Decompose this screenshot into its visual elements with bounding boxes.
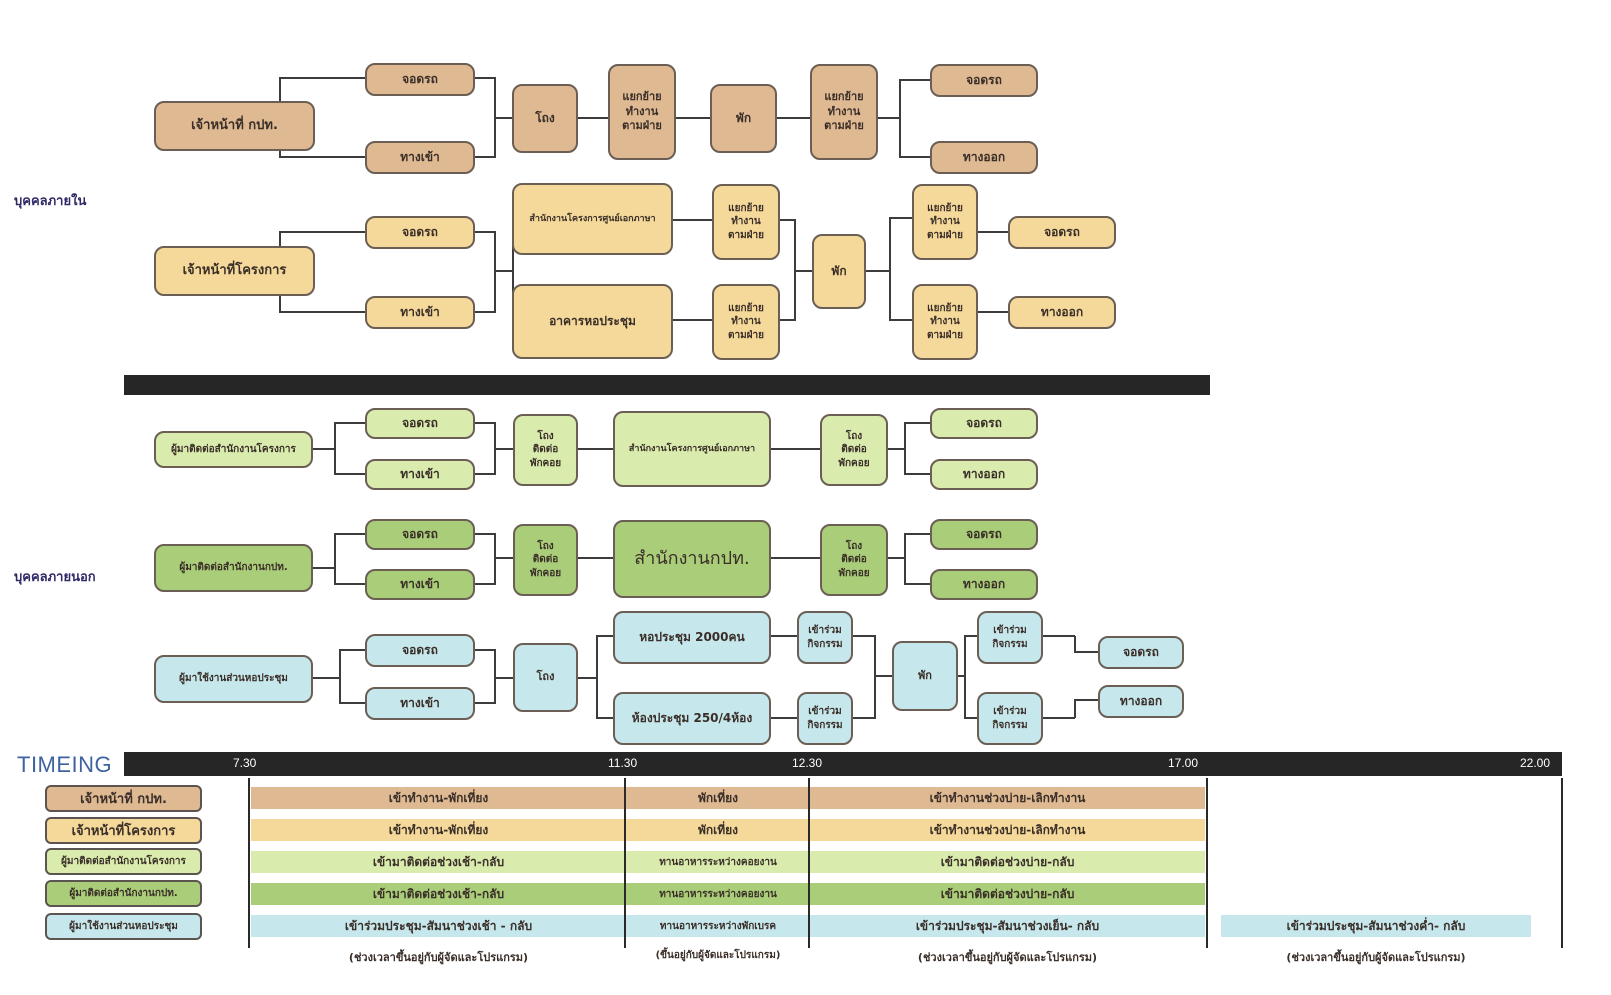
time-divider xyxy=(1206,778,1208,948)
node-project-staff: เจ้าหน้าที่โครงการ xyxy=(154,246,315,296)
node-join-activity: เข้าร่วม กิจกรรม xyxy=(977,692,1043,745)
node-entrance: ทางเข้า xyxy=(365,141,475,174)
node-disperse-work: แยกย้าย ทำงาน ตามฝ่าย xyxy=(912,184,978,260)
segment-noon: พักเที่ยง xyxy=(697,790,739,805)
node-auditorium-user: ผู้มาใช้งานส่วนหอประชุม xyxy=(154,655,313,703)
note-afternoon: (ช่วงเวลาขึ้นอยู่กับผู้จัดและโปรแกรม) xyxy=(917,951,1098,964)
node-parking: จอดรถ xyxy=(365,216,475,249)
node-rest: พัก xyxy=(812,234,866,309)
segment-afternoon: เข้ามาติดต่อช่วงบ่าย-กลับ xyxy=(940,886,1075,901)
node-exit: ทางออก xyxy=(930,569,1038,600)
segment-noon: ทานอาหารระหว่างพักเบรค xyxy=(659,920,777,932)
segment-noon: ทานอาหารระหว่างคอยงาน xyxy=(659,888,777,900)
node-contact-lobby: โถง ติดต่อ พักคอย xyxy=(513,414,578,486)
segment-noon: ทานอาหารระหว่างคอยงาน xyxy=(659,856,777,868)
legend-project-staff: เจ้าหน้าที่โครงการ xyxy=(45,817,202,844)
node-entrance: ทางเข้า xyxy=(365,296,475,329)
tick-label: 17.00 xyxy=(1168,756,1199,770)
timing-title: TIMEING xyxy=(17,752,113,777)
node-disperse-work: แยกย้าย ทำงาน ตามฝ่าย xyxy=(810,64,878,160)
node-parking: จอดรถ xyxy=(930,519,1038,550)
node-join-activity: เข้าร่วม กิจกรรม xyxy=(797,692,853,745)
segment-afternoon: เข้าทำงานช่วงบ่าย-เลิกทำงาน xyxy=(929,790,1086,805)
time-divider xyxy=(624,778,626,948)
node-auditorium-building: อาคารหอประชุม xyxy=(512,284,673,359)
node-rest: พัก xyxy=(892,641,958,711)
node-contact-lobby: โถง ติดต่อ พักคอย xyxy=(820,524,888,596)
node-join-activity: เข้าร่วม กิจกรรม xyxy=(797,611,853,664)
node-parking: จอดรถ xyxy=(930,64,1038,97)
node-parking: จอดรถ xyxy=(1098,636,1184,669)
legend-staff-kpt: เจ้าหน้าที่ กปท. xyxy=(45,785,202,812)
segment-morning: เข้ามาติดต่อช่วงเช้า-กลับ xyxy=(372,854,505,869)
node-disperse-work: แยกย้าย ทำงาน ตามฝ่าย xyxy=(712,184,780,260)
node-project-office: สำนักงานโครงการศูนย์เอกภาษา xyxy=(512,183,673,255)
segment-morning: เข้ามาติดต่อช่วงเช้า-กลับ xyxy=(372,886,505,901)
timeline-bar xyxy=(124,752,1562,776)
node-meeting-room-250: ห้องประชุม 250/4ห้อง xyxy=(613,692,771,745)
segment-afternoon: เข้ามาติดต่อช่วงบ่าย-กลับ xyxy=(940,854,1075,869)
segment-afternoon: เข้าทำงานช่วงบ่าย-เลิกทำงาน xyxy=(929,822,1086,837)
node-lobby: โถง xyxy=(512,84,578,153)
note-noon: (ขึ้นอยู่กับผู้จัดและโปรแกรม) xyxy=(655,950,781,961)
time-divider xyxy=(808,778,810,948)
section-label-internal: บุคคลภายใน xyxy=(14,194,87,209)
note-evening: (ช่วงเวลาขึ้นอยู่กับผู้จัดและโปรแกรม) xyxy=(1286,951,1466,964)
tick-label: 7.30 xyxy=(233,756,257,770)
segment-afternoon: เข้าร่วมประชุม-สัมนาช่วงเย็น- กลับ xyxy=(915,918,1100,933)
node-parking: จอดรถ xyxy=(365,63,475,96)
node-exit: ทางออก xyxy=(930,141,1038,174)
node-parking: จอดรถ xyxy=(365,519,475,550)
node-disperse-work: แยกย้าย ทำงาน ตามฝ่าย xyxy=(912,284,978,360)
legend-auditorium-user: ผู้มาใช้งานส่วนหอประชุม xyxy=(45,913,202,940)
segment-morning: เข้าทำงาน-พักเที่ยง xyxy=(388,790,489,805)
segment-morning: เข้าทำงาน-พักเที่ยง xyxy=(388,822,489,837)
node-parking: จอดรถ xyxy=(930,408,1038,439)
node-exit: ทางออก xyxy=(930,459,1038,490)
node-entrance: ทางเข้า xyxy=(365,569,475,600)
node-join-activity: เข้าร่วม กิจกรรม xyxy=(977,611,1043,664)
node-kpt-office: สำนักงานกปท. xyxy=(613,520,771,598)
node-kpt-office-visitor: ผู้มาติดต่อสำนักงานกปท. xyxy=(154,544,313,592)
segment-morning: เข้าร่วมประชุม-สัมนาช่วงเช้า - กลับ xyxy=(344,918,533,933)
node-disperse-work: แยกย้าย ทำงาน ตามฝ่าย xyxy=(608,64,676,160)
node-rest: พัก xyxy=(710,84,777,153)
node-contact-lobby: โถง ติดต่อ พักคอย xyxy=(820,414,888,486)
node-contact-lobby: โถง ติดต่อ พักคอย xyxy=(513,524,578,596)
node-auditorium-2000: หอประชุม 2000คน xyxy=(613,611,771,664)
note-morning: (ช่วงเวลาขึ้นอยู่กับผู้จัดและโปรแกรม) xyxy=(348,951,529,964)
node-staff-kpt: เจ้าหน้าที่ กปท. xyxy=(154,101,315,151)
legend-kpt-office-visitor: ผู้มาติดต่อสำนักงานกปท. xyxy=(45,880,202,907)
node-exit: ทางออก xyxy=(1098,685,1184,718)
tick-label: 11.30 xyxy=(608,756,638,770)
tick-label: 12.30 xyxy=(792,756,823,770)
section-divider xyxy=(124,375,1210,395)
segment-noon: พักเที่ยง xyxy=(697,822,739,837)
node-entrance: ทางเข้า xyxy=(365,687,475,720)
node-parking: จอดรถ xyxy=(365,408,475,439)
node-parking: จอดรถ xyxy=(365,634,475,667)
legend-project-office-visitor: ผู้มาติดต่อสำนักงานโครงการ xyxy=(45,848,202,875)
time-divider xyxy=(1561,778,1563,948)
node-exit: ทางออก xyxy=(1008,296,1116,329)
segment-evening: เข้าร่วมประชุม-สัมนาช่วงค่ำ- กลับ xyxy=(1221,915,1531,937)
time-divider xyxy=(248,778,250,948)
node-entrance: ทางเข้า xyxy=(365,459,475,490)
node-lobby: โถง xyxy=(513,643,578,712)
node-disperse-work: แยกย้าย ทำงาน ตามฝ่าย xyxy=(712,284,780,360)
node-project-office: สำนักงานโครงการศูนย์เอกภาษา xyxy=(613,411,771,487)
node-parking: จอดรถ xyxy=(1008,216,1116,249)
section-label-external: บุคคลภายนอก xyxy=(14,570,96,585)
tick-label: 22.00 xyxy=(1520,756,1551,770)
node-project-office-visitor: ผู้มาติดต่อสำนักงานโครงการ xyxy=(154,431,313,468)
